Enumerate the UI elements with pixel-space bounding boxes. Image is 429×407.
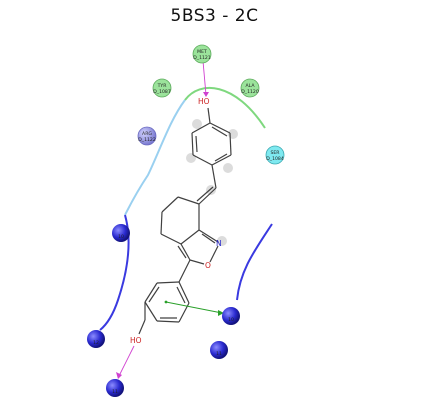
hbond-ho-11 [118,345,135,377]
residue-met: MET D_1121 [192,44,212,64]
svg-text:TYR: TYR [157,83,168,89]
ligand-bonds [138,107,232,335]
residue-11-mid: 11 [210,341,228,359]
svg-text:MET: MET [197,49,207,55]
svg-text:ALA: ALA [246,83,256,89]
atom-n: N [216,239,222,248]
atom-ho-bottom: HO [130,336,142,345]
svg-text:10: 10 [228,317,234,323]
interactions [116,60,224,379]
svg-text:D_1087: D_1087 [153,89,171,95]
svg-text:D_1120: D_1120 [241,89,259,95]
residue-11-bottom: 11 [106,379,124,397]
residue-tyr: TYR D_1087 [152,78,172,98]
svg-text:D_1084: D_1084 [266,156,284,162]
svg-text:10: 10 [118,234,124,240]
atom-labels: HO N O HO [130,97,222,345]
svg-text:11: 11 [112,389,118,395]
diagram-title: 5BS3 - 2C [170,6,259,26]
svg-text:11: 11 [216,351,222,357]
atom-o: O [205,261,211,270]
hbond-met-ho [202,60,207,96]
residue-12: 12 [87,330,105,348]
residue-ser: SER D_1084 [265,145,285,165]
residue-ala: ALA D_1120 [240,78,260,98]
pipi-stacking [165,301,223,314]
atom-ho-top: HO [198,97,210,106]
residue-arg: ARG D_1122 [137,126,157,146]
residue-10-lower: 10 [222,307,240,325]
svg-text:ARG: ARG [142,131,152,137]
svg-text:12: 12 [93,340,99,346]
svg-text:D_1121: D_1121 [193,55,211,61]
svg-text:SER: SER [270,150,280,156]
pocket-contour [99,86,273,331]
residue-10-upper: 10 [112,224,130,242]
svg-text:D_1122: D_1122 [138,137,156,143]
